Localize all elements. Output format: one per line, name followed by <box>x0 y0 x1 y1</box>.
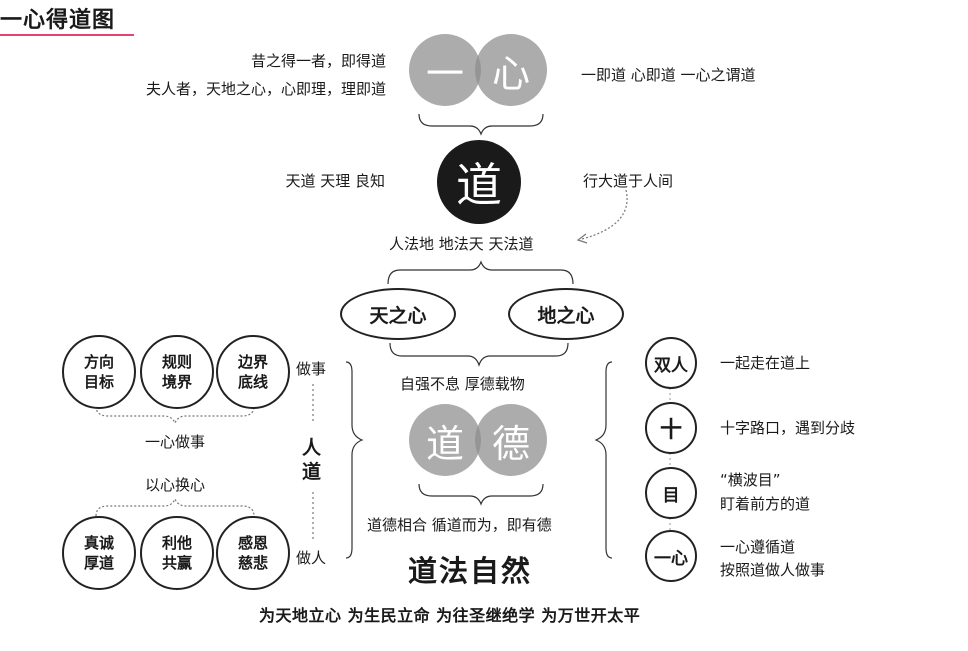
circle-line: 底线 <box>237 373 268 391</box>
badge-shuangren: 双人 <box>645 337 697 389</box>
dao-center-circle: 道 <box>437 140 521 224</box>
label-yixin-zuoshi: 一心做事 <box>144 433 205 451</box>
circle-line: 利他 <box>161 534 192 552</box>
top-right-text: 一即道 心即道 一心之谓道 <box>581 66 756 84</box>
hearts-below-text: 自强不息 厚德载物 <box>400 375 525 393</box>
dao-below-text: 人法地 地法天 天法道 <box>389 235 534 253</box>
badge-shi: 十 <box>645 402 697 454</box>
circle-sincere-kind: 真诚 厚道 <box>62 516 136 590</box>
top-left-line2: 夫人者，天地之心，心即理，理即道 <box>145 80 386 98</box>
dotted-brace-top <box>95 405 255 425</box>
footer-main: 道法自然 <box>408 554 533 588</box>
label-yixin-huanxin: 以心换心 <box>144 476 205 494</box>
title-underline <box>0 34 134 36</box>
badge-mu: 目 <box>645 467 697 519</box>
venn-circle-yi: 一 <box>409 34 481 106</box>
circle-gratitude-compassion: 感恩 慈悲 <box>216 516 290 590</box>
circle-line: 方向 <box>83 353 114 371</box>
dotted-arrow <box>581 189 628 240</box>
dotted-brace-bottom <box>95 497 255 517</box>
venn-circle-dao: 道 <box>409 404 481 476</box>
circle-boundary-bottomline: 边界 底线 <box>216 335 290 409</box>
brace-under-daode <box>418 483 544 506</box>
circle-line: 感恩 <box>237 534 268 552</box>
circle-direction-goal: 方向 目标 <box>62 335 136 409</box>
right-item-text: 盯着前方的道 <box>720 495 811 513</box>
daode-below-text: 道德相合 循道而为，即有德 <box>367 516 552 534</box>
earth-heart-oval: 地之心 <box>508 288 624 340</box>
heaven-heart-oval: 天之心 <box>340 288 456 340</box>
brace-under-hearts <box>389 342 569 367</box>
label-zuoshi: 做事 <box>296 360 327 378</box>
venn-circle-xin: 心 <box>475 34 547 106</box>
page-title: 一心得道图 <box>0 8 116 33</box>
circle-line: 规则 <box>161 353 192 371</box>
label-rendao: 人 道 <box>302 436 321 484</box>
right-item-text: “横波目” <box>720 471 781 489</box>
right-item-text: 一心遵循道 <box>720 538 796 556</box>
right-item-text: 按照道做人做事 <box>720 561 826 579</box>
brace-under-yixin <box>418 113 544 136</box>
circle-altruism-winwin: 利他 共赢 <box>140 516 214 590</box>
dao-right-text: 行大道于人间 <box>583 172 674 190</box>
badge-yixin: 一心 <box>645 530 697 582</box>
rendao-char-2: 道 <box>302 461 322 483</box>
label-zuoren: 做人 <box>296 549 327 567</box>
right-item-text: 一起走在道上 <box>720 354 811 372</box>
left-bracket <box>345 361 364 559</box>
circle-line: 厚道 <box>83 554 114 572</box>
right-item-text: 十字路口，遇到分歧 <box>720 419 856 437</box>
circle-line: 真诚 <box>83 534 114 552</box>
circle-line: 慈悲 <box>237 554 268 572</box>
footer-motto: 为天地立心 为生民立命 为往圣继绝学 为万世开太平 <box>259 606 641 625</box>
dao-left-text: 天道 天理 良知 <box>285 172 385 190</box>
rendao-char-1: 人 <box>302 437 322 459</box>
venn-circle-de: 德 <box>475 404 547 476</box>
circle-line: 目标 <box>83 373 114 391</box>
circle-rule-realm: 规则 境界 <box>140 335 214 409</box>
circle-line: 境界 <box>161 373 192 391</box>
top-left-line1: 昔之得一者，即得道 <box>250 52 386 70</box>
brace-under-fadi <box>387 260 574 285</box>
circle-line: 共赢 <box>161 554 192 572</box>
circle-line: 边界 <box>237 353 268 371</box>
right-bracket <box>594 361 613 559</box>
